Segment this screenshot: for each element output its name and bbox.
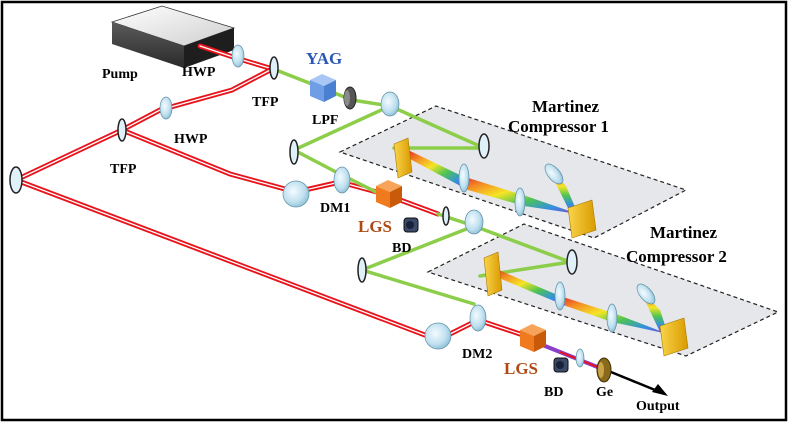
lens-icons	[159, 44, 656, 368]
ge-label: Ge	[596, 385, 613, 400]
hwp-top-label: HWP	[182, 65, 216, 80]
output-label: Output	[636, 399, 680, 414]
bd2-label: BD	[544, 385, 563, 400]
pump-label: Pump	[102, 67, 138, 82]
yag-crystal	[310, 74, 336, 102]
hwp-mid-label: HWP	[174, 132, 208, 147]
lpf-label: LPF	[312, 113, 338, 128]
yag-label: YAG	[306, 49, 342, 68]
tfp-top-label: TFP	[252, 95, 279, 110]
compressor2-line1: Martinez	[650, 223, 717, 242]
compressor2-line2: Compressor 2	[626, 247, 727, 266]
grating-icons	[393, 137, 689, 357]
bd1-label: BD	[392, 241, 411, 256]
lpf-filter	[343, 86, 357, 110]
compressor1-line2: Compressor 1	[508, 117, 609, 136]
dm2-label: DM2	[462, 347, 492, 362]
ge-window	[596, 357, 612, 383]
compressor-1-panel	[338, 105, 688, 239]
lgs-crystal-2	[520, 324, 546, 352]
compressor-2-panel	[426, 223, 780, 357]
lgs1-label: LGS	[358, 217, 392, 236]
dm1-label: DM1	[320, 201, 350, 216]
beam-dump-1	[403, 217, 419, 233]
signal-beam-paths	[274, 68, 577, 306]
dichroic-mirror-icons	[282, 91, 487, 350]
lgs-crystal-1	[376, 180, 402, 208]
mirror-icons	[9, 56, 578, 283]
lgs2-label: LGS	[504, 359, 538, 378]
output-arrow-line	[605, 368, 661, 394]
output-arrow-head	[652, 384, 668, 396]
compressor1-line1: Martinez	[532, 97, 599, 116]
tfp-mid-label: TFP	[110, 162, 137, 177]
beam-dump-2	[553, 357, 569, 373]
